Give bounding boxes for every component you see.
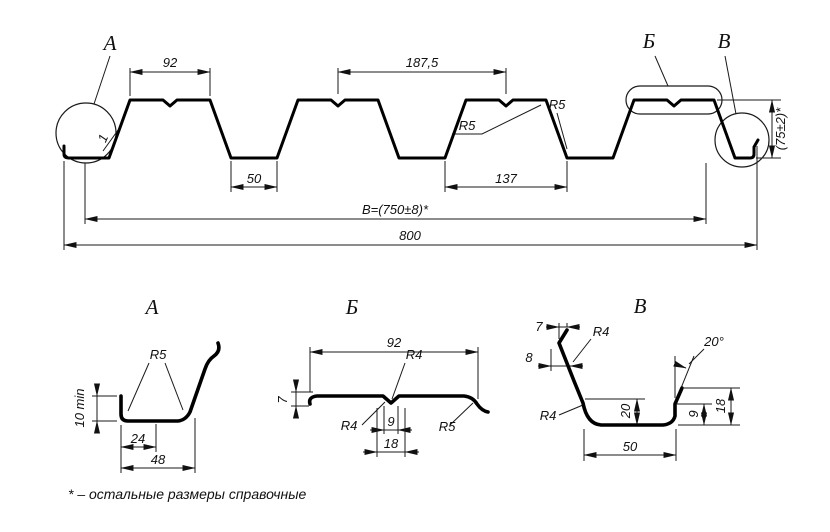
detail-v-radius-r4-left: R4 <box>540 408 557 423</box>
detail-v-radius-r4-top: R4 <box>593 324 610 339</box>
detail-v-dim-18: 18 <box>713 398 728 413</box>
detail-a-dim-48: 48 <box>151 452 166 467</box>
detail-a-title: А <box>144 295 159 319</box>
detail-v-outline <box>557 328 684 427</box>
detail-a-outline <box>119 341 221 423</box>
footnote: * – остальные размеры справочные <box>68 486 307 502</box>
dim-b-750-label: B=(750±8)* <box>362 202 429 217</box>
detail-b-title: Б <box>345 295 358 319</box>
dim-height-75-label: (75±2)* <box>773 107 788 150</box>
detail-v: В 7 R4 8 20° R4 20 9 18 <box>525 294 740 461</box>
detail-b-dim-7: 7 <box>275 396 290 404</box>
callout-label-b: Б <box>642 29 655 53</box>
dim-187-5-label: 187,5 <box>406 55 439 70</box>
dim-137-label: 137 <box>495 171 517 186</box>
callout-label-a: А <box>102 31 117 55</box>
detail-b-radius-r4-top: R4 <box>406 347 423 362</box>
detail-a-dim-24: 24 <box>130 431 145 446</box>
callout-circle-v <box>714 112 770 168</box>
detail-b-radius-r5: R5 <box>439 419 456 434</box>
callout-circle-a <box>55 102 117 164</box>
callout-markers <box>55 55 770 168</box>
main-dimension-texts: А Б В 92 187,5 R5 R5 1 50 137 B=(750±8)*… <box>95 29 788 243</box>
detail-a-radius-r5: R5 <box>150 347 167 362</box>
detail-b-dim-92: 92 <box>387 335 402 350</box>
main-dimension-lines <box>63 68 781 250</box>
detail-v-angle-20: 20° <box>703 334 724 349</box>
detail-v-dim-20: 20 <box>618 403 633 419</box>
detail-v-dim-50: 50 <box>623 439 638 454</box>
detail-b-radius-r4-left: R4 <box>341 418 358 433</box>
detail-b-dim-9: 9 <box>387 414 394 429</box>
callout-bubble-b <box>625 85 723 115</box>
detail-v-dim-7: 7 <box>535 319 543 334</box>
radius-r5-flange-label: R5 <box>459 118 476 133</box>
detail-v-title: В <box>634 294 647 318</box>
radius-r5-web-label: R5 <box>549 97 566 112</box>
detail-b: Б 92 R4 R4 9 18 R5 7 <box>275 295 490 457</box>
dim-92-label: 92 <box>163 55 178 70</box>
detail-b-dim-18: 18 <box>384 436 399 451</box>
callout-label-v: В <box>718 29 731 53</box>
dim-50-label: 50 <box>247 171 262 186</box>
detail-b-outline <box>307 394 490 414</box>
detail-a: А 10 min R5 24 48 <box>72 295 221 473</box>
detail-a-dim-10min: 10 min <box>72 388 87 427</box>
detail-v-dim-9: 9 <box>686 410 701 417</box>
thickness-label: 1 <box>95 132 112 145</box>
dim-800-label: 800 <box>399 228 421 243</box>
main-profile-outline <box>62 98 760 160</box>
detail-v-dim-8: 8 <box>525 350 533 365</box>
